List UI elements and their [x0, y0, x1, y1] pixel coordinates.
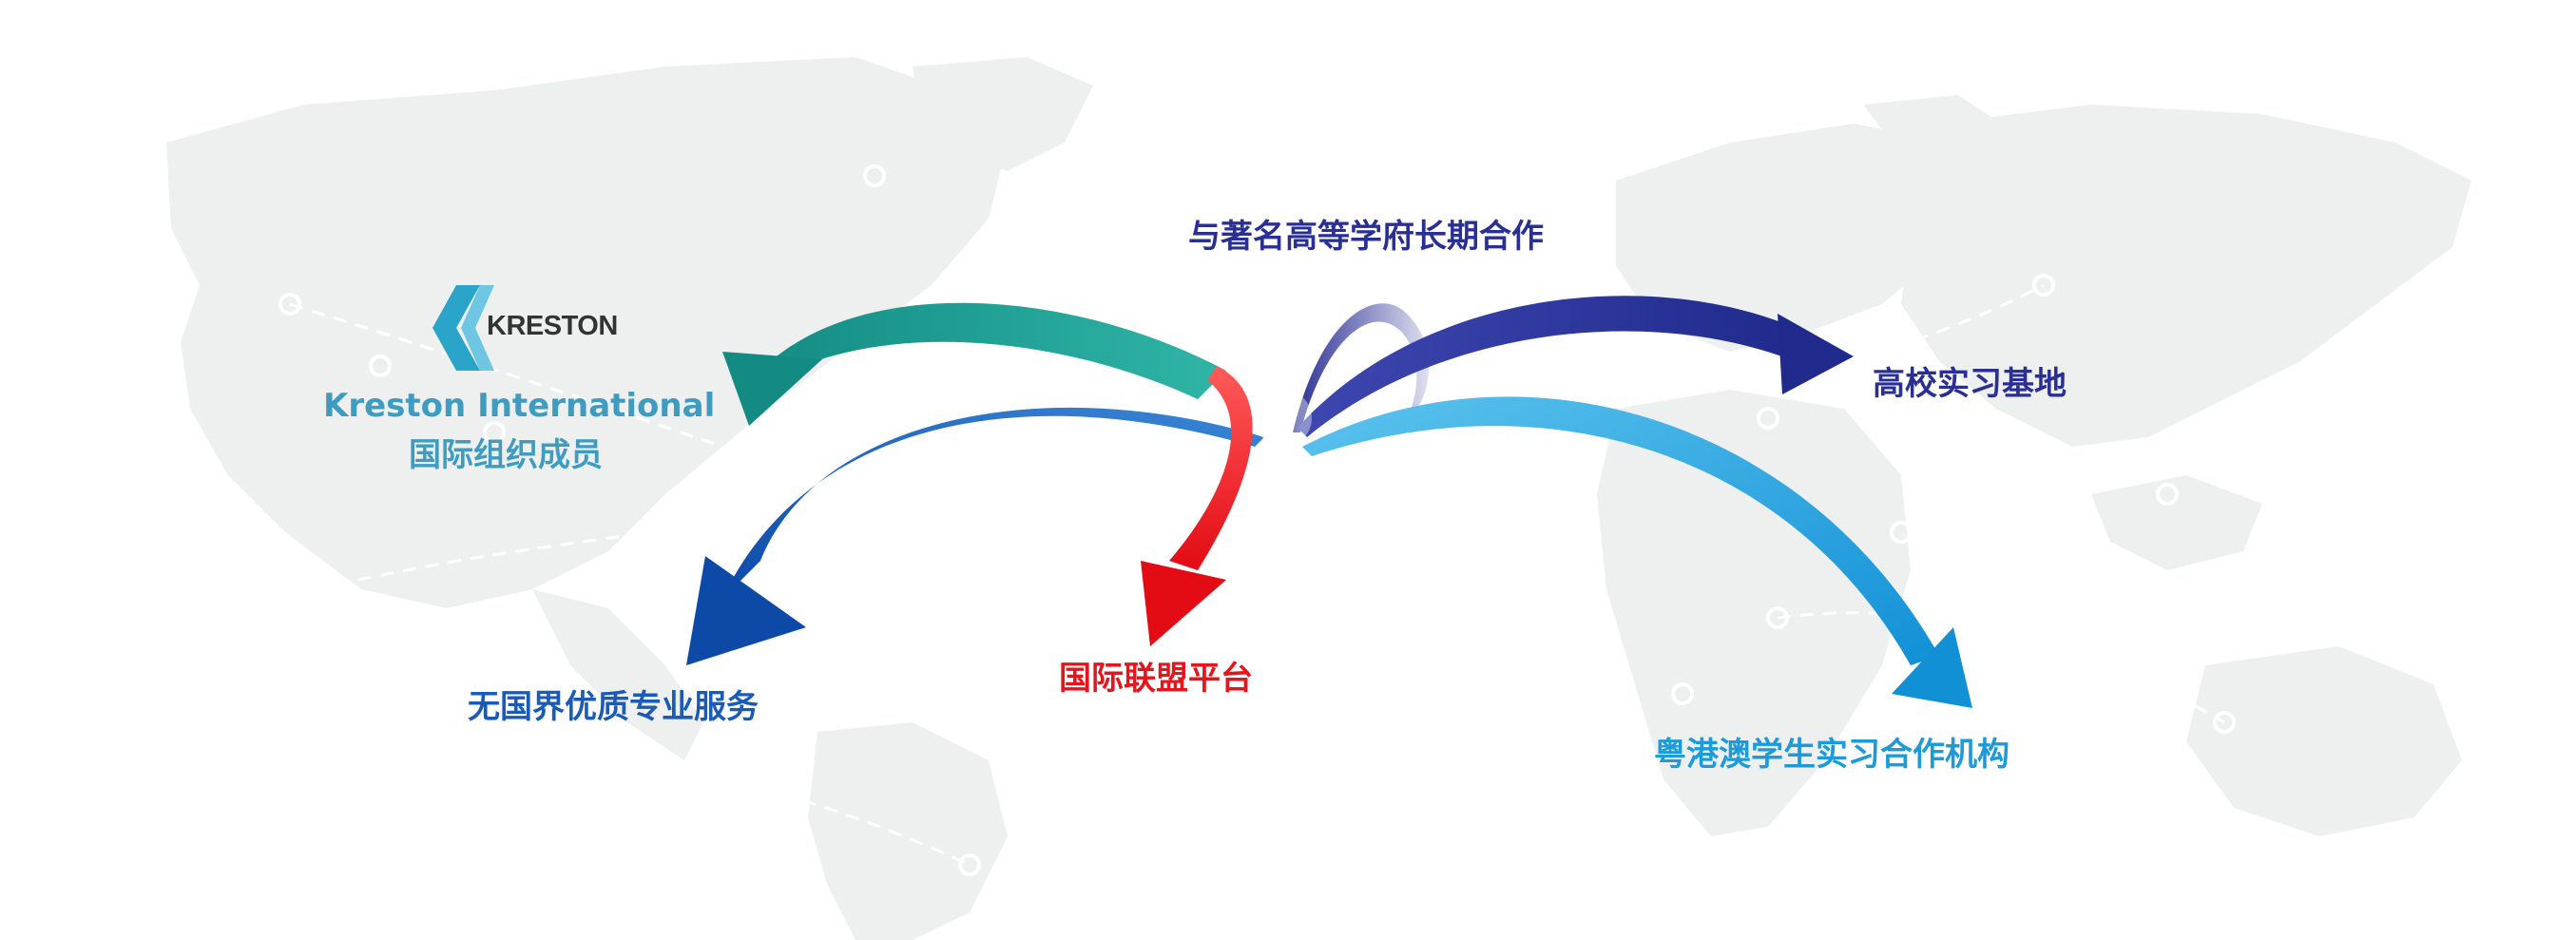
continent-australia: [2186, 646, 2462, 836]
kreston-member-label: 国际组织成员: [409, 436, 603, 474]
origin-glow: [1255, 390, 1312, 447]
arrow-head-teal: [722, 352, 822, 426]
continent-south-america: [808, 722, 1008, 940]
kreston-logo: KRESTON: [433, 285, 618, 371]
arrow-to-universities: [1293, 303, 1430, 432]
arrow-to-borderless-service: [686, 407, 1264, 665]
universities-label: 与著名高等学府长期合作: [1188, 218, 1544, 256]
arrow-head-navy: [1778, 314, 1854, 394]
continent-africa: [1597, 390, 1911, 836]
arrow-head-red: [1141, 561, 1226, 646]
continent-central-america: [532, 589, 703, 760]
continent-se-asia: [2091, 475, 2262, 570]
arrow-to-gba-institutions: [1302, 396, 1972, 708]
world-map-background: [166, 57, 2471, 940]
kreston-wordmark: KRESTON: [487, 311, 618, 341]
internship-base-label: 高校实习基地: [1873, 365, 2067, 403]
borderless-service-label: 无国界优质专业服务: [468, 688, 759, 726]
continent-asia: [1901, 105, 2471, 447]
arrow-to-internship-base: [1298, 296, 1854, 437]
continent-europe: [1616, 124, 1977, 352]
arrow-to-alliance-platform: [1141, 366, 1253, 646]
arrow-head-royal-blue: [686, 556, 806, 665]
arrow-head-sky-blue: [1892, 627, 1972, 708]
continent-greenland: [913, 57, 1093, 171]
continent-north-america: [166, 57, 1008, 608]
kreston-international-label: Kreston International: [323, 387, 715, 425]
map-node-dots: [279, 164, 2236, 876]
arrow-to-kreston: [722, 302, 1226, 426]
kreston-k-icon: [433, 285, 494, 371]
gba-institutions-label: 粤港澳学生实习合作机构: [1654, 736, 2009, 774]
alliance-platform-label: 国际联盟平台: [1059, 660, 1253, 698]
